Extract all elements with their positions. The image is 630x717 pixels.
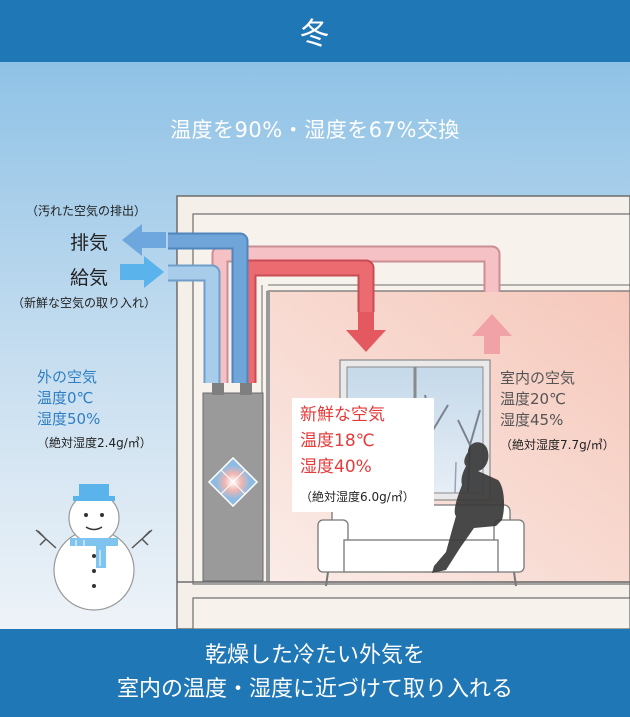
exhaust-arrow [122, 224, 166, 256]
fresh-absolute-humidity: （絶対湿度6.0g/㎥） [300, 490, 415, 504]
indoor-absolute-humidity: （絶対湿度7.7g/㎥） [500, 438, 615, 452]
fresh-humidity: 湿度40% [300, 457, 372, 477]
indoor-air-up-arrow [472, 314, 512, 354]
outdoor-temp: 温度0℃ [37, 389, 94, 407]
outdoor-title: 外の空気 [37, 368, 98, 386]
season-title: 冬 [299, 17, 331, 52]
ventilation-unit [202, 383, 264, 582]
person-silhouette [432, 442, 505, 573]
fresh-air-box [292, 398, 434, 512]
footer-line-1: 乾燥した冷たい外気を [204, 643, 425, 668]
summary-footer: 乾燥した冷たい外気を 室内の温度・湿度に近づけて取り入れる [0, 629, 630, 717]
exchange-rate-headline: 温度を90%・湿度を67%交換 [170, 118, 460, 142]
indoor-temp: 温度20℃ [500, 390, 566, 408]
outdoor-absolute-humidity: （絶対湿度2.4g/㎥） [37, 436, 152, 450]
fresh-temp: 温度18℃ [300, 431, 375, 451]
supply-note: （新鮮な空気の取り入れ） [12, 296, 157, 310]
season-header: 冬 [0, 0, 630, 62]
snowman [35, 484, 153, 611]
fresh-title: 新鮮な空気 [300, 405, 385, 425]
outdoor-humidity: 湿度50% [37, 410, 101, 428]
exhaust-note: （汚れた空気の排出） [26, 204, 147, 218]
exhaust-label: 排気 [70, 232, 109, 254]
supply-label: 給気 [70, 267, 109, 289]
footer-line-2: 室内の温度・湿度に近づけて取り入れる [116, 677, 513, 702]
indoor-title: 室内の空気 [500, 369, 576, 387]
supply-arrow [120, 256, 164, 288]
indoor-humidity: 湿度45% [500, 411, 564, 429]
fresh-air-down-arrow [346, 312, 386, 352]
ducts [168, 232, 501, 383]
